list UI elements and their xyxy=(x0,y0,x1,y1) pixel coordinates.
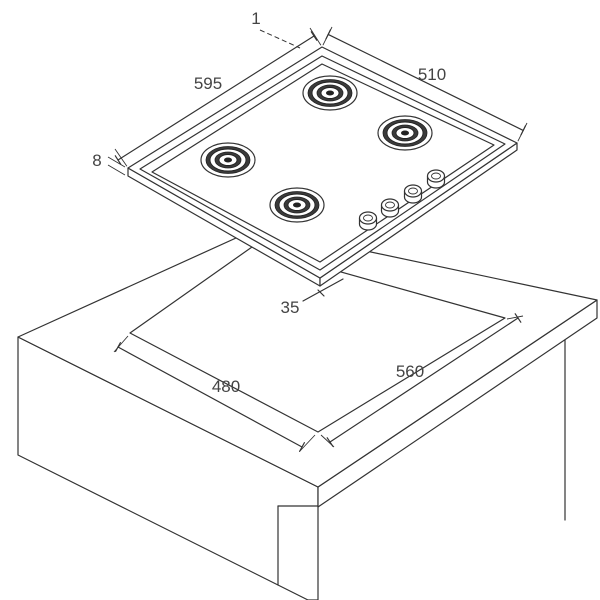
knob-grip xyxy=(385,201,395,209)
burner-center xyxy=(326,90,334,96)
knob xyxy=(358,211,378,231)
cutout-dimension-left: 480 xyxy=(113,335,316,452)
knob xyxy=(380,198,400,218)
dimension-line xyxy=(327,33,524,131)
dimension-tick xyxy=(310,31,318,41)
extension-line xyxy=(107,156,126,168)
burner-center xyxy=(224,157,232,163)
knob-top xyxy=(403,184,423,198)
knob-top xyxy=(380,198,400,212)
dimension-label-510: 510 xyxy=(418,65,446,84)
knob-top xyxy=(358,211,378,225)
burner-center xyxy=(293,202,301,208)
callout-label-1: 1 xyxy=(251,9,260,28)
knob xyxy=(403,184,423,204)
dimension-tick xyxy=(514,313,522,323)
dimension-tick xyxy=(114,155,122,165)
dimension-label-8: 8 xyxy=(92,151,101,170)
hob-thickness-dimension: 8 xyxy=(92,151,126,176)
callout-leader xyxy=(259,29,301,49)
dimension-tick xyxy=(325,29,331,40)
dimension-line xyxy=(302,278,344,302)
extension-line xyxy=(299,434,316,452)
hob-frame-inner-edge xyxy=(139,55,506,271)
burner-rear xyxy=(302,75,358,111)
cutout-opening xyxy=(129,246,506,433)
dimension-tick xyxy=(114,342,122,352)
worktop xyxy=(17,227,598,600)
hob-top-frame xyxy=(127,46,518,279)
dimension-label-595: 595 xyxy=(194,74,222,93)
cutout-dimension-right: 560 xyxy=(320,313,524,448)
extension-line xyxy=(506,315,524,320)
dimension-line xyxy=(117,35,315,161)
part-callout: 1 xyxy=(251,9,301,49)
hob-plate xyxy=(151,63,495,263)
knob-grip xyxy=(408,187,418,195)
dimension-label-480: 480 xyxy=(212,377,240,396)
extension-line xyxy=(309,27,322,46)
dimension-line xyxy=(117,346,303,448)
burner-right xyxy=(377,115,433,151)
dimension-tick xyxy=(317,289,325,297)
dimension-tick xyxy=(520,125,527,136)
burner-center xyxy=(401,130,409,136)
front-gap-dimension: 35 xyxy=(281,278,344,317)
knob-top xyxy=(426,169,446,183)
knob-grip xyxy=(363,214,373,222)
hob-dimension-right: 510 xyxy=(322,26,528,142)
dimension-line xyxy=(329,317,519,443)
dimension-label-35: 35 xyxy=(281,298,300,317)
hob-dimension-left: 595 xyxy=(114,27,322,167)
burner-left xyxy=(200,142,256,178)
knob-grip xyxy=(431,172,441,180)
dimension-tick xyxy=(326,437,334,447)
hob xyxy=(127,46,518,287)
burner-front xyxy=(269,187,325,223)
extension-line xyxy=(107,164,126,176)
knob xyxy=(426,169,446,189)
dimension-label-560: 560 xyxy=(396,362,424,381)
dimension-tick xyxy=(299,442,305,452)
